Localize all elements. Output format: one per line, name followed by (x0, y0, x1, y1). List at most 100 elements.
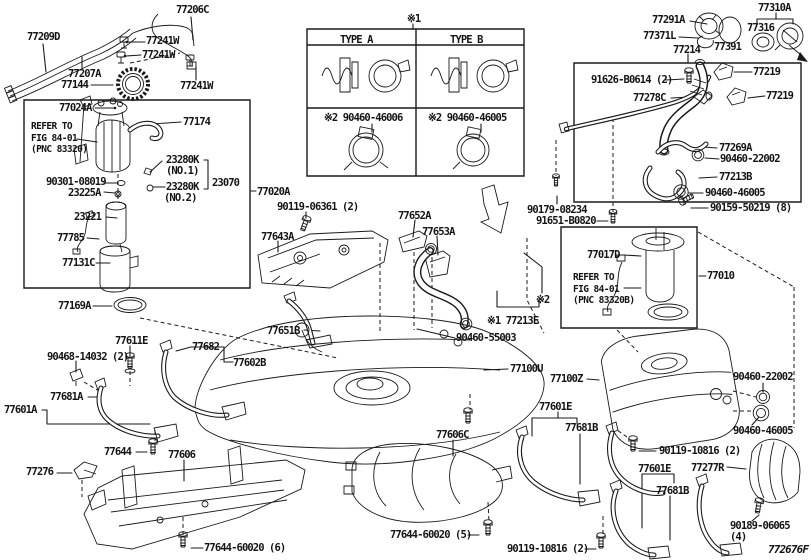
part-label: 77213B (719, 171, 752, 183)
part-label: 77651B (267, 325, 300, 337)
part-label: 91651-B0820 (536, 215, 597, 227)
leader-lines (42, 13, 793, 549)
part-label: 77644-60020 (5) (390, 529, 472, 541)
part-label: 77391 (714, 41, 742, 53)
part-label: 77131C (62, 257, 95, 269)
table-note: ※1 (407, 13, 421, 25)
skid-plate-drawing (84, 446, 305, 549)
part-label: 77601E (638, 463, 671, 475)
part-label: 77144 (61, 79, 89, 91)
fasteners (70, 67, 765, 549)
part-label: 77606C (436, 429, 469, 441)
part-label: 77681B (565, 422, 598, 434)
part-label: ※1 77213E (487, 315, 539, 327)
part-label: 23280K (166, 181, 199, 193)
refer-note-sender: REFER TO FIG 84-01 (PNC 83320B) (573, 272, 635, 306)
part-label: 77269A (719, 142, 752, 154)
part-label: 77241W (142, 49, 175, 61)
table-col-b: TYPE B (450, 34, 483, 46)
part-label: 77316 (747, 22, 775, 34)
part-label: 90460-55003 (456, 332, 517, 344)
part-label: 23280K (166, 154, 199, 166)
part-label: 77207A (68, 68, 101, 80)
clamp-table-drawing (322, 58, 518, 170)
refer-note-pump: REFER TO FIG 84-01 (PNC 83320) (31, 121, 88, 155)
part-label: 77602B (233, 357, 266, 369)
tank-protector-drawing (750, 439, 801, 503)
part-label: (NO.1) (166, 165, 199, 177)
part-label: 77371L (643, 30, 676, 42)
part-label: 90119-10816 (2) (659, 445, 741, 457)
part-label: 77644 (104, 446, 132, 458)
part-label: 77206C (176, 4, 209, 16)
construction-lines (82, 53, 794, 535)
part-label: 77601E (539, 401, 572, 413)
part-label: 77241W (180, 80, 213, 92)
part-label: 90179-08234 (527, 204, 588, 216)
part-label: 77601A (4, 404, 37, 416)
table-clamp-a: ※2 90460-46006 (324, 112, 403, 124)
type-table-box (307, 24, 524, 176)
part-label: 90119-10816 (2) (507, 543, 589, 555)
part-label: 77276 (26, 466, 54, 478)
part-label: 77241W (146, 35, 179, 47)
center-fuel-tank-drawing (195, 316, 544, 464)
part-label: 77785 (57, 232, 85, 244)
part-label: 77209D (27, 31, 60, 43)
part-label: 91626-B0614 (2) (591, 74, 673, 86)
part-label: 77644-60020 (6) (204, 542, 286, 554)
part-label: 77653A (422, 226, 455, 238)
diagram-code: 772676F (768, 543, 809, 556)
part-label: 90301-08019 (46, 176, 107, 188)
part-label: 77174 (183, 116, 211, 128)
part-label: 90189-06065 (4) (730, 520, 791, 543)
part-label: 90460-46005 (733, 425, 794, 437)
part-label: 90119-06361 (2) (277, 201, 359, 213)
part-label: 77214 (673, 44, 701, 56)
part-label: (NO.2) (164, 192, 197, 204)
filler-hose-drawing (417, 185, 508, 331)
part-label: 77291A (652, 14, 685, 26)
right-fuel-tank-drawing (599, 323, 744, 454)
fuel-tube-drawing (4, 14, 196, 103)
part-label: 23225A (68, 187, 101, 199)
part-label: 90159-50219 (8) (710, 202, 792, 214)
fuel-sender-drawing (603, 228, 688, 320)
part-label: 77017D (587, 249, 620, 261)
part-label: 90460-46005 (705, 187, 766, 199)
part-label: 77611E (115, 335, 148, 347)
part-label: 77278C (633, 92, 666, 104)
tank-shield-drawing (344, 443, 512, 522)
part-label: 77100U (510, 363, 543, 375)
part-label: 77219 (753, 66, 781, 78)
table-col-a: TYPE A (340, 34, 373, 46)
part-label: 77169A (58, 300, 91, 312)
part-label: 90468-14032 (2) (47, 351, 129, 363)
part-label: 77024A (59, 102, 92, 114)
part-label: 77310A (758, 2, 791, 14)
part-label: 77219 (766, 90, 794, 102)
part-label: 77606 (168, 449, 196, 461)
part-label: 23070 (212, 177, 240, 189)
part-label: 90460-22002 (720, 153, 781, 165)
part-label: ※2 (536, 294, 550, 306)
filler-cap-parts (695, 13, 808, 62)
filler-pipe-box (574, 63, 801, 202)
part-label: 77682 (192, 341, 220, 353)
part-label: 23221 (74, 211, 102, 223)
tank-straps-drawing (95, 340, 742, 559)
part-label: 77020A (257, 186, 290, 198)
filler-pipe-drawing (559, 60, 746, 200)
part-label: 77652A (398, 210, 431, 222)
fuel-pump-drawing (73, 96, 161, 313)
part-label: 77100Z (550, 373, 583, 385)
fuel-sender-box (561, 227, 697, 328)
tank-fittings (711, 389, 770, 422)
part-label: 77277R (691, 462, 724, 474)
part-label: 77643A (261, 231, 294, 243)
part-label: 77010 (707, 270, 735, 282)
table-clamp-b: ※2 90460-46005 (428, 112, 507, 124)
part-label: 90460-22002 (733, 371, 794, 383)
